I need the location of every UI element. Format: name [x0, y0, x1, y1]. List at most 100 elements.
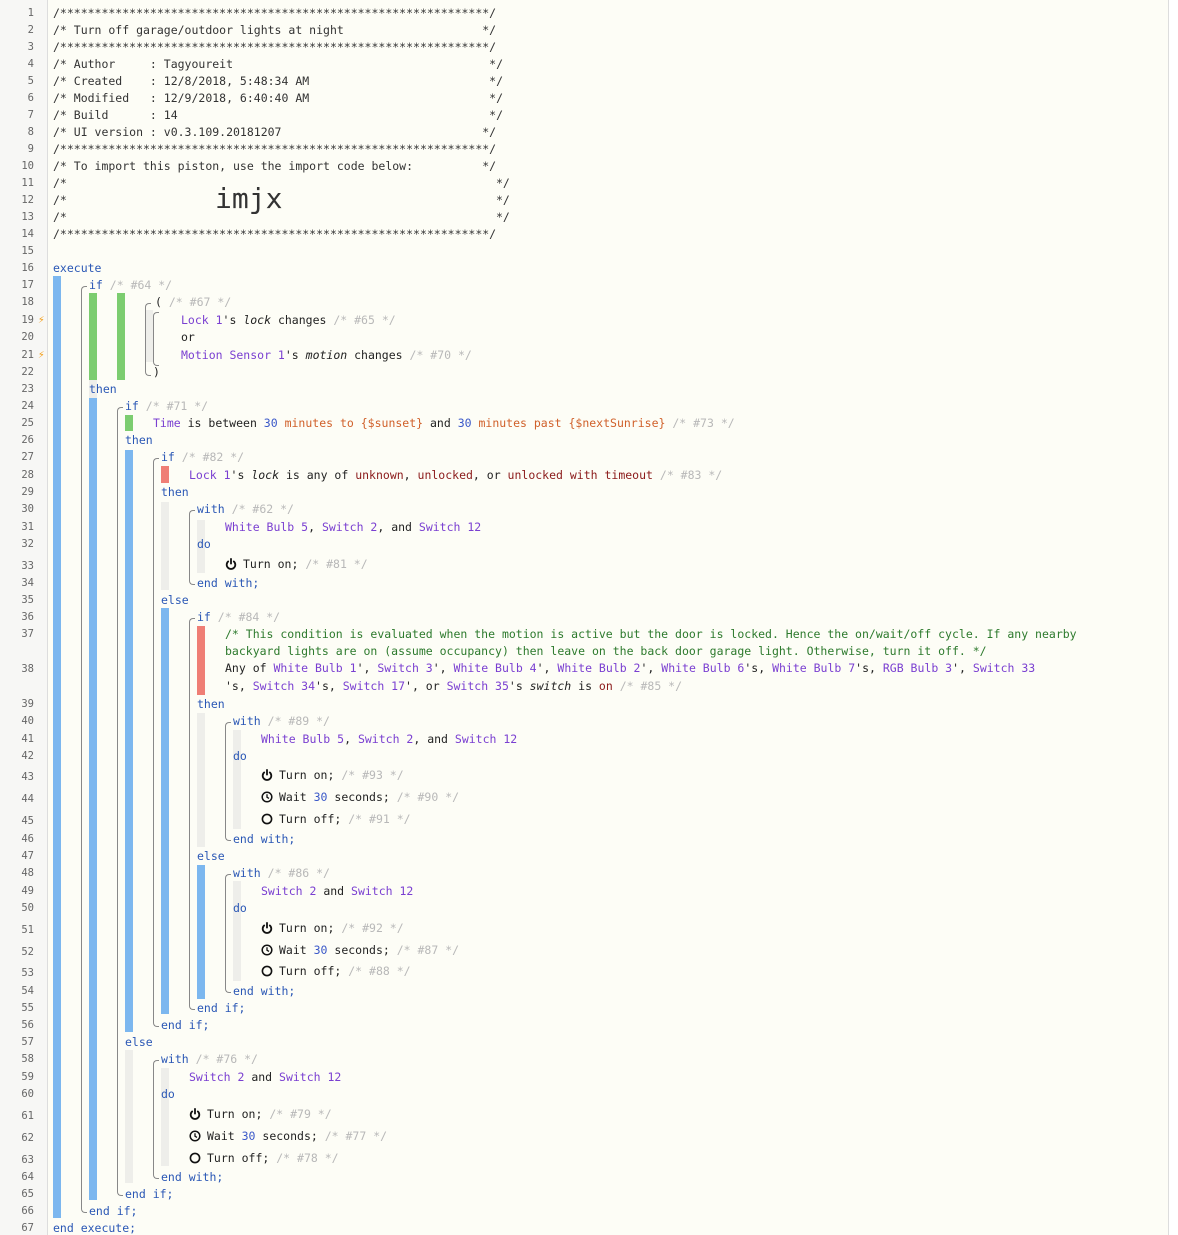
line-number: 61 — [21, 1110, 34, 1122]
device-name[interactable]: Time — [153, 416, 181, 430]
then-block-bar — [125, 450, 133, 1032]
with-keyword: with — [233, 866, 261, 880]
code-token: ', — [640, 661, 662, 675]
line-number: 23 — [21, 383, 34, 395]
statement-id: /* #88 */ — [348, 964, 411, 978]
line-number: 19 — [21, 314, 34, 326]
header-border: /***************************************… — [53, 40, 497, 54]
device-name[interactable]: Lock 1 — [181, 313, 223, 327]
device-name[interactable]: Switch 2 — [357, 732, 414, 746]
comment-close: */ — [496, 210, 510, 224]
line-number: 56 — [21, 1019, 34, 1031]
code-line: end if; — [125, 1187, 173, 1201]
block-bracket — [225, 874, 231, 993]
value: unknown — [355, 468, 404, 482]
device-name[interactable]: Switch 12 — [418, 520, 482, 534]
line-number: 64 — [21, 1171, 34, 1183]
code-line: end with; — [197, 576, 259, 590]
device-name[interactable]: Switch 2 — [321, 520, 378, 534]
line-number: 35 — [21, 594, 34, 606]
device-name[interactable]: Switch 12 — [454, 732, 518, 746]
line-number: 1 — [27, 7, 34, 19]
device-name[interactable]: Switch 3 — [377, 661, 433, 675]
statement-id: /* #77 */ — [324, 1129, 388, 1143]
device-name[interactable]: Switch 12 — [279, 1070, 342, 1084]
code-line: /* Author : Tagyoureit */ — [53, 57, 503, 71]
else-keyword: else — [161, 593, 189, 607]
code-line: with /* #62 */ — [197, 502, 294, 516]
code-line: White Bulb 5, Switch 2, and Switch 12 — [225, 520, 481, 534]
device-name[interactable]: Switch 17 — [342, 679, 406, 693]
line-number: 31 — [21, 521, 34, 533]
device-name[interactable]: Lock 1 — [189, 468, 231, 482]
statement-id: /* #92 */ — [341, 921, 404, 935]
device-name[interactable]: Switch 12 — [351, 884, 414, 898]
block-bracket — [225, 722, 231, 841]
code-token: ', — [952, 661, 973, 675]
device-name[interactable]: Switch 2 — [261, 884, 317, 898]
device-name[interactable]: White Bulb 6 — [661, 661, 745, 675]
block-bracket — [145, 303, 151, 376]
header-border: /***************************************… — [53, 142, 497, 156]
line-number: 28 — [21, 469, 34, 481]
statement-id: /* #90 */ — [396, 790, 460, 804]
device-name[interactable]: White Bulb 7 — [772, 661, 856, 675]
code-line: else — [197, 849, 225, 863]
with-block-bar — [233, 881, 241, 981]
device-name[interactable]: White Bulb 5 — [261, 732, 345, 746]
code-token — [318, 1129, 325, 1143]
device-name[interactable]: Switch 35 — [446, 679, 509, 693]
execute-keyword: execute — [53, 261, 102, 275]
line-number: 7 — [27, 109, 34, 121]
code-line: with /* #86 */ — [233, 866, 330, 880]
power-off-icon — [261, 965, 273, 977]
code-line: if /* #82 */ — [161, 450, 244, 464]
line-number: 39 — [21, 698, 34, 710]
device-name[interactable]: RGB Bulb 3 — [882, 661, 953, 675]
code-line: /* Turn off garage/outdoor lights at nig… — [53, 23, 496, 37]
code-token: ', — [536, 661, 558, 675]
code-line: /* This condition is evaluated when the … — [225, 627, 1077, 641]
device-name[interactable]: Switch 34 — [252, 679, 316, 693]
attribute: switch — [529, 679, 572, 693]
else-keyword: else — [125, 1035, 153, 1049]
code-token: , and — [377, 520, 419, 534]
code-line: execute — [53, 261, 101, 275]
import-code[interactable]: imjx — [215, 182, 283, 215]
comment-text: /* This condition is evaluated when the … — [225, 627, 1077, 641]
code-line: then — [125, 433, 153, 447]
with-block-bar — [197, 520, 205, 573]
else-keyword: else — [197, 849, 225, 863]
statement-id: /* #78 */ — [276, 1151, 339, 1165]
statement-id: /* #84 */ — [217, 610, 281, 624]
device-name[interactable]: Switch 33 — [972, 661, 1036, 675]
condition-bar — [161, 466, 169, 483]
else-block-bar — [197, 865, 205, 999]
line-number: 53 — [21, 967, 34, 979]
code-line: end execute; — [53, 1221, 136, 1235]
line-number: 48 — [21, 867, 34, 879]
code-line: /***************************************… — [53, 142, 496, 156]
device-name[interactable]: Motion Sensor 1 — [181, 348, 285, 362]
code-line: end if; — [197, 1001, 245, 1015]
number: 30 — [313, 943, 328, 957]
if-keyword: if — [89, 278, 103, 292]
device-name[interactable]: White Bulb 1 — [273, 661, 357, 675]
command-line: Turn off; /* #91 */ — [261, 812, 411, 826]
do-keyword: do — [197, 537, 211, 551]
device-name[interactable]: Switch 2 — [189, 1070, 245, 1084]
then-block-bar — [197, 713, 205, 847]
device-name[interactable]: White Bulb 2 — [557, 661, 641, 675]
code-token: changes — [271, 313, 327, 327]
code-token — [403, 348, 410, 362]
line-number: 21 — [21, 349, 34, 361]
if-keyword: if — [197, 610, 211, 624]
line-number: 30 — [21, 503, 34, 515]
device-name[interactable]: White Bulb 5 — [225, 520, 309, 534]
statement-id: /* #82 */ — [181, 450, 245, 464]
command-line: Turn on; /* #93 */ — [261, 768, 404, 782]
device-name[interactable]: White Bulb 4 — [453, 661, 537, 675]
comment-close: */ — [496, 176, 510, 190]
code-line: ) — [153, 365, 160, 379]
header-border: /***************************************… — [53, 6, 497, 20]
